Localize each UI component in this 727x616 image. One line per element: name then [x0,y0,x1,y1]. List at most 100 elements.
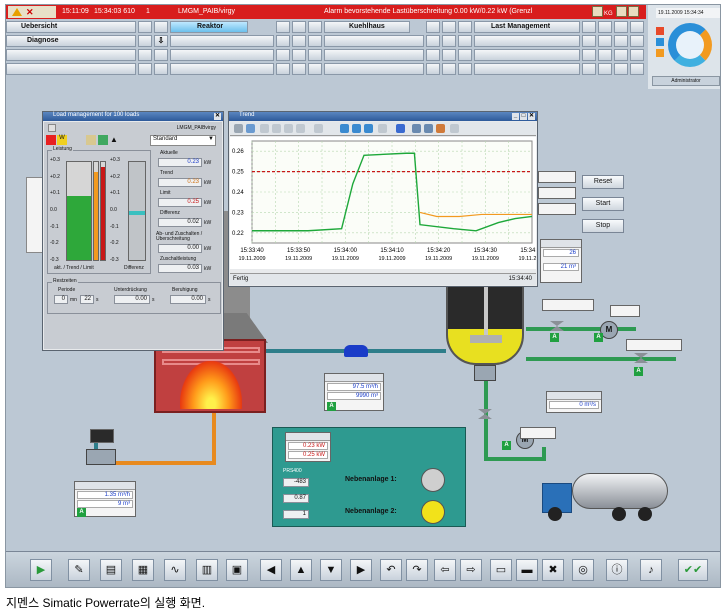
menu-slot[interactable] [276,35,290,47]
book-icon[interactable] [98,135,108,145]
valve-panel-1[interactable] [542,299,594,311]
level-panel[interactable]: 26 21 m³ [540,239,582,283]
menu-empty[interactable] [6,63,136,75]
load-window-titlebar[interactable]: Load management for 100 loads ✕ [43,112,223,121]
motor-panel-1[interactable] [610,305,640,317]
menu-slot[interactable] [458,63,472,75]
menu-slot[interactable] [426,21,440,33]
menu-slot[interactable] [308,49,322,61]
folder-icon[interactable] [86,135,96,145]
config-icon[interactable] [246,124,255,133]
menu-slot[interactable] [138,49,152,61]
menu-slot[interactable] [442,49,456,61]
reactor-tank[interactable] [446,281,524,365]
menu-slot[interactable] [154,49,168,61]
reset-button[interactable]: Reset [582,175,624,189]
help-icon[interactable] [234,124,243,133]
menu-slot[interactable] [614,21,628,33]
compare-icon[interactable] [450,124,459,133]
menu-slot[interactable] [458,49,472,61]
menu-empty[interactable] [6,49,136,61]
tools-icon[interactable]: ✎ [68,559,90,581]
menu-empty[interactable] [324,63,424,75]
menu-empty[interactable] [324,49,424,61]
small-panel[interactable] [538,171,576,183]
menu-empty[interactable] [170,49,274,61]
screen-forward-icon[interactable]: ⇨ [460,559,482,581]
close-icon[interactable]: ✕ [528,113,535,120]
alarm-ack[interactable]: KG [604,11,613,17]
trend-window-titlebar[interactable]: Trend _□✕ [229,112,537,121]
alarm-archive-icon[interactable] [615,6,627,17]
menu-slot[interactable] [598,35,612,47]
start-button[interactable]: Start [582,197,624,211]
flow-panel-2[interactable]: 1.35 m³/h 9 m³ A [74,481,136,517]
folder-open-icon[interactable]: ▭ [490,559,512,581]
menu-slot[interactable] [582,49,596,61]
maximize-icon[interactable]: □ [520,113,527,120]
alarm-bar[interactable]: ✕ 15:11:09 15:34:03 610 1 LMGM_PAIB/virg… [6,5,646,19]
menu-slot[interactable] [426,63,440,75]
menu-slot[interactable] [308,21,322,33]
gauge-panel[interactable]: 0 m³/s [546,391,602,413]
menu-slot[interactable] [442,35,456,47]
arrow-left-icon[interactable]: ◀ [260,559,282,581]
menu-slot[interactable] [458,21,472,33]
redo-icon[interactable]: ↷ [406,559,428,581]
alarm-settings-icon[interactable] [627,6,639,17]
menu-slot[interactable] [442,63,456,75]
menu-slot[interactable] [138,21,152,33]
menu-slot[interactable] [582,63,596,75]
flow-panel-1[interactable]: 97.5 m³/h 9990 m³ A [324,373,384,411]
alarm-status-icon[interactable]: ✕ [8,6,56,18]
load-management-window[interactable]: Load management for 100 loads ✕ LMGM_PAI… [42,111,224,351]
zoom-in-icon[interactable] [340,124,349,133]
play-icon[interactable]: ▶ [30,559,52,581]
save-icon[interactable]: ▬ [516,559,538,581]
camera-icon[interactable]: ◎ [572,559,594,581]
arrow-right-icon[interactable]: ▶ [350,559,372,581]
menu-slot[interactable] [458,35,472,47]
menu-slot[interactable] [276,49,290,61]
menu-last-management-button[interactable]: Last Management [474,21,580,33]
menu-slot[interactable] [308,63,322,75]
menu-empty[interactable] [324,35,424,47]
warning-w-icon[interactable]: W [57,135,67,145]
menu-slot[interactable] [614,63,628,75]
prev-icon[interactable] [272,124,281,133]
ruler-icon[interactable] [378,124,387,133]
download-icon[interactable]: ⇩ [154,35,168,47]
small-panel[interactable] [538,203,576,215]
menu-slot[interactable] [630,49,644,61]
menu-empty[interactable] [170,35,274,47]
close-icon[interactable]: ✕ [214,113,221,120]
menu-slot[interactable] [614,35,628,47]
zoom-area-icon[interactable] [364,124,373,133]
lock-icon[interactable]: ▲ [110,135,118,144]
delete-icon[interactable]: ✖ [542,559,564,581]
menu-slot[interactable] [442,21,456,33]
menu-empty[interactable] [474,35,580,47]
menu-slot[interactable] [276,21,290,33]
arrow-down-icon[interactable]: ▼ [320,559,342,581]
menu-slot[interactable] [292,63,306,75]
menu-kuehlhaus-button[interactable]: Kuehlhaus [324,21,410,33]
menu-uebersicht-button[interactable]: Uebersicht [6,21,136,33]
trend-icon[interactable]: ∿ [164,559,186,581]
minimize-icon[interactable]: _ [512,113,519,120]
menu-slot[interactable] [582,21,596,33]
small-panel[interactable] [538,187,576,199]
menu-slot[interactable] [138,63,152,75]
motor-icon[interactable]: M [600,321,618,339]
menu-slot[interactable] [614,49,628,61]
menu-slot[interactable] [308,35,322,47]
menu-slot[interactable] [138,35,152,47]
menu-empty[interactable] [474,63,580,75]
report-refresh-icon[interactable]: ▣ [226,559,248,581]
alarm-list-icon[interactable] [592,6,603,17]
menu-empty[interactable] [474,49,580,61]
valve-panel-2[interactable] [626,339,682,351]
menu-slot[interactable] [276,63,290,75]
